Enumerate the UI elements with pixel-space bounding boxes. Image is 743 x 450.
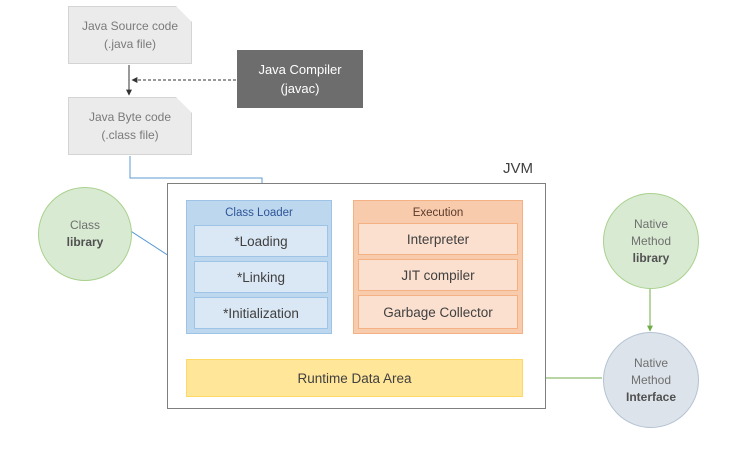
- runtime-data-area: Runtime Data Area: [186, 359, 523, 397]
- jvm-label: JVM: [503, 160, 533, 177]
- class-library-line2: library: [66, 235, 104, 249]
- native-library-line3: library: [632, 250, 670, 265]
- class-loader-item-loading: *Loading: [194, 225, 328, 257]
- native-interface-line3: Interface: [625, 389, 677, 404]
- java-compiler-box: Java Compiler (javac): [237, 50, 363, 108]
- execution-item-garbage-collector: Garbage Collector: [358, 295, 518, 329]
- java-source-doc: Java Source code (.java file): [68, 6, 192, 64]
- java-compiler-line1: Java Compiler: [258, 62, 342, 77]
- class-loader-item-initialization: *Initialization: [194, 297, 328, 329]
- native-method-interface-circle: Native Method Interface: [603, 332, 699, 428]
- native-library-line1: Native: [633, 216, 668, 231]
- class-library-line1: Class: [69, 218, 100, 232]
- execution-item-jit-compiler: JIT compiler: [358, 259, 518, 291]
- execution-title: Execution: [412, 207, 464, 219]
- native-method-library-circle: Native Method library: [603, 193, 699, 289]
- class-loader-title: Class Loader: [225, 207, 293, 219]
- java-bytecode-doc: Java Byte code (.class file): [68, 97, 192, 155]
- native-interface-line1: Native: [633, 355, 668, 370]
- java-bytecode-doc-line1: Java Byte code: [88, 110, 172, 124]
- native-interface-line2: Method: [630, 372, 672, 387]
- class-loader-item-linking: *Linking: [194, 261, 328, 293]
- java-source-doc-line1: Java Source code: [81, 19, 179, 33]
- java-compiler-line2: (javac): [280, 81, 320, 96]
- native-library-line2: Method: [630, 233, 672, 248]
- execution-item-interpreter: Interpreter: [358, 223, 518, 255]
- java-bytecode-doc-line2: (.class file): [101, 128, 159, 142]
- class-library-circle: Class library: [38, 187, 132, 281]
- java-source-doc-line2: (.java file): [103, 37, 156, 51]
